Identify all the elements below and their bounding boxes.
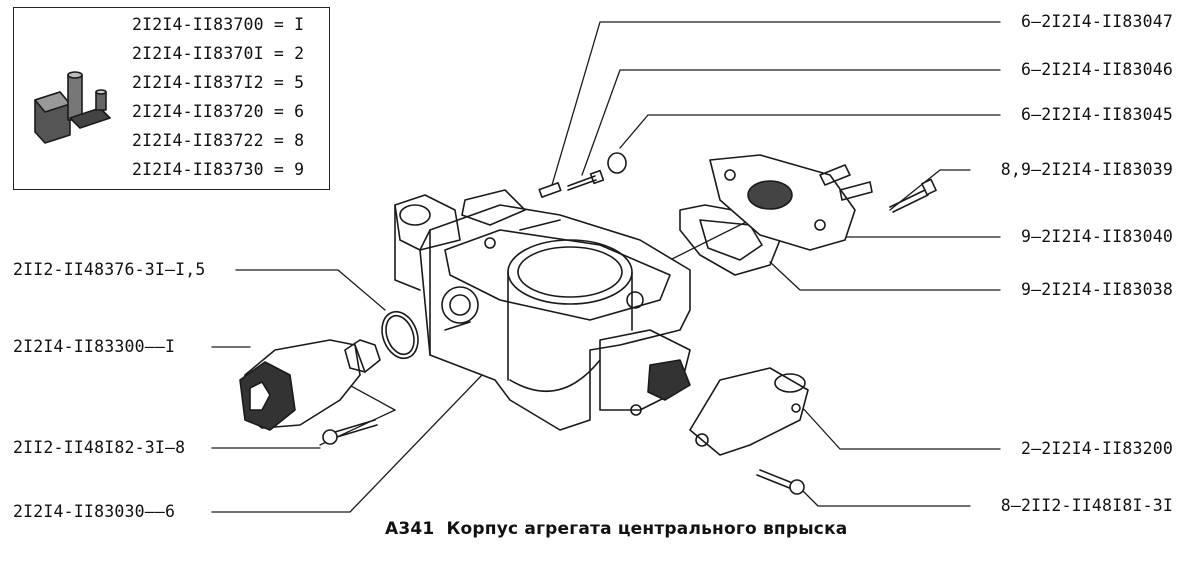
legend-equals: =	[273, 102, 285, 121]
legend-row: 2I2I4-II8370I = 2	[132, 44, 304, 64]
legend-quantity: 9	[294, 160, 305, 179]
idle-air-control-valve	[240, 340, 380, 430]
callout-label: 6—2I2I4-II83045	[1020, 105, 1173, 124]
gasket	[680, 205, 780, 275]
legend-equals: =	[273, 73, 285, 92]
legend-part-number: 2I2I4-II83730	[132, 160, 264, 179]
callout-label: 9—2I2I4-II83038	[1020, 280, 1173, 299]
legend-part-number: 2I2I4-II83700	[132, 15, 264, 34]
screw-top-right	[890, 179, 936, 212]
legend-part-number: 2I2I4-II8370I	[132, 44, 264, 63]
legend-quantity: 2	[294, 44, 305, 63]
legend-box: 2I2I4-II83700 = I 2I2I4-II8370I = 2 2I2I…	[13, 7, 330, 190]
figure-caption: А341 Корпус агрегата центрального впрыска	[385, 519, 847, 539]
legend-part-number: 2I2I4-II837I2	[132, 73, 264, 92]
callout-label: 8—2II2-II48I8I-3I	[1000, 496, 1173, 515]
callout-label: 2II2-II48I82-3I—8	[13, 438, 186, 457]
legend-equals: =	[273, 44, 285, 63]
throttle-position-sensor	[690, 368, 808, 455]
legend-row: 2I2I4-II83730 = 9	[132, 160, 304, 180]
callout-label: 2I2I4-II83030——6	[13, 502, 176, 521]
callout-label: 2—2I2I4-II83200	[1020, 439, 1173, 458]
small-screws-top	[539, 153, 626, 197]
legend-equals: =	[273, 15, 285, 34]
legend-quantity: 8	[294, 131, 305, 150]
injector-housing	[710, 155, 872, 250]
legend-row: 2I2I4-II83722 = 8	[132, 131, 304, 151]
throttle-body	[395, 190, 690, 430]
figure-title: Корпус агрегата центрального впрыска	[446, 519, 848, 539]
legend-row: 2I2I4-II83720 = 6	[132, 102, 304, 122]
legend-part-number: 2I2I4-II83722	[132, 131, 264, 150]
callout-label: 6—2I2I4-II83047	[1020, 12, 1173, 31]
legend-row: 2I2I4-II83700 = I	[132, 15, 304, 35]
legend-quantity: 5	[294, 73, 305, 92]
legend-quantity: 6	[294, 102, 305, 121]
legend-equals: =	[273, 160, 285, 179]
screw-left	[323, 420, 377, 444]
legend-quantity: I	[294, 15, 305, 34]
figure-code: А341	[385, 519, 435, 539]
callout-label: 9—2I2I4-II83040	[1020, 227, 1173, 246]
o-ring	[376, 307, 424, 364]
callout-label: 2I2I4-II83300——I	[13, 337, 176, 356]
callout-label: 8,9—2I2I4-II83039	[1000, 160, 1173, 179]
legend-icon	[35, 72, 110, 143]
callout-label: 2II2-II48376-3I—I,5	[13, 260, 206, 279]
legend-equals: =	[273, 131, 285, 150]
callout-label: 6—2I2I4-II83046	[1020, 60, 1173, 79]
screw-right	[757, 470, 804, 494]
legend-part-number: 2I2I4-II83720	[132, 102, 264, 121]
legend-row: 2I2I4-II837I2 = 5	[132, 73, 304, 93]
